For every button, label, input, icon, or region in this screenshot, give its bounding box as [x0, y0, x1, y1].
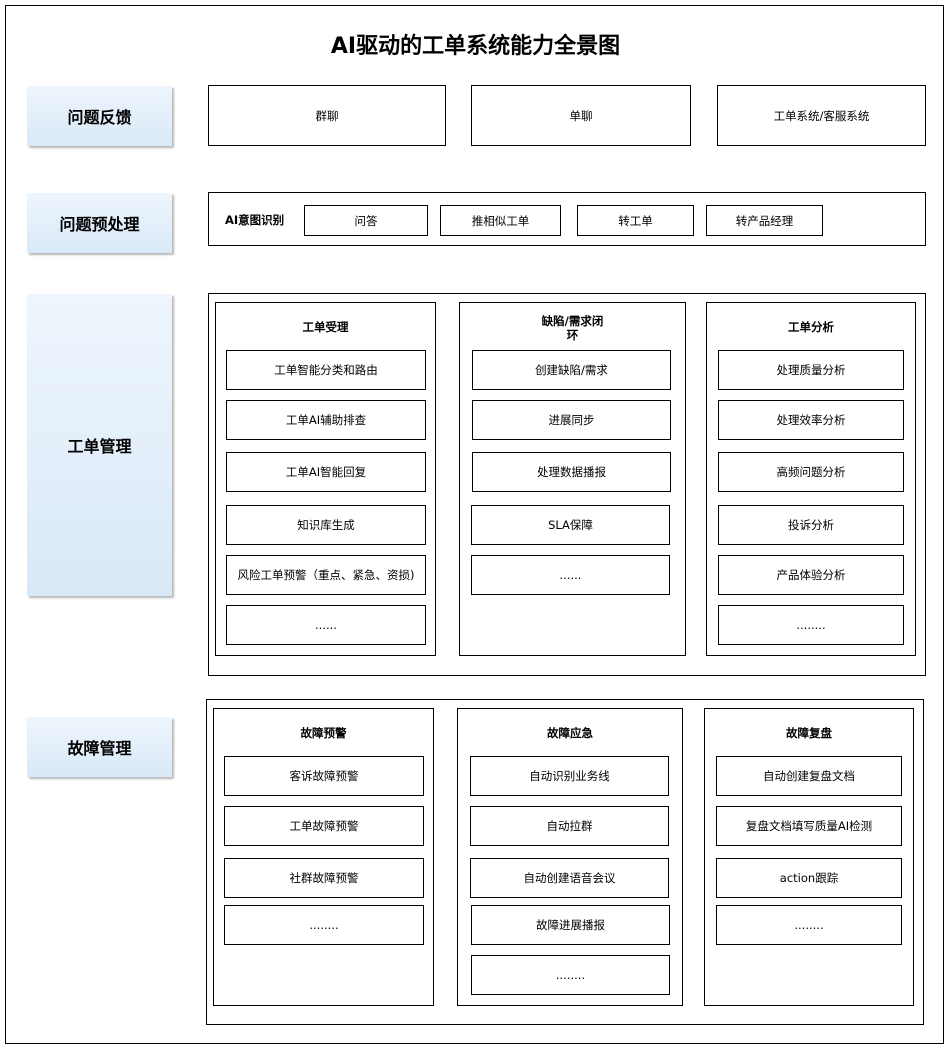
intent-recognition-label: AI意图识别 — [225, 213, 285, 227]
diagram-frame — [5, 5, 944, 1044]
action-to-ticket: 转工单 — [577, 205, 694, 236]
panel-title: 工单受理 — [302, 320, 349, 334]
list-item: 社群故障预警 — [224, 858, 424, 898]
channel-group-chat: 群聊 — [208, 85, 446, 146]
list-item: 自动创建复盘文档 — [716, 756, 902, 796]
category-fault-management: 故障管理 — [27, 717, 172, 777]
list-item: 产品体验分析 — [718, 555, 904, 595]
list-item: 工单AI辅助排查 — [226, 400, 426, 440]
list-item: 故障进展播报 — [471, 905, 670, 945]
list-item: 处理质量分析 — [718, 350, 904, 390]
fault-review-panel: 故障复盘 — [704, 708, 914, 1006]
list-item: ........ — [716, 905, 902, 945]
list-item: 工单AI智能回复 — [226, 452, 426, 492]
panel-title: 工单分析 — [788, 320, 834, 334]
fault-warning-panel: 故障预警 — [213, 708, 434, 1006]
action-to-product-manager: 转产品经理 — [706, 205, 823, 236]
channel-ticket-system: 工单系统/客服系统 — [717, 85, 926, 146]
list-item: ........ — [471, 955, 670, 995]
panel-title-line1: 缺陷/需求闭 — [541, 314, 604, 328]
list-item: 客诉故障预警 — [224, 756, 424, 796]
list-item: SLA保障 — [471, 505, 670, 545]
list-item: action跟踪 — [716, 858, 902, 898]
list-item: 投诉分析 — [718, 505, 904, 545]
list-item: ...... — [471, 555, 670, 595]
list-item: 复盘文档填写质量AI检测 — [716, 806, 902, 846]
channel-direct-chat: 单聊 — [471, 85, 691, 146]
action-similar-tickets: 推相似工单 — [440, 205, 561, 236]
category-ticket-management: 工单管理 — [27, 294, 172, 596]
list-item: ........ — [224, 905, 424, 945]
list-item: 创建缺陷/需求 — [472, 350, 671, 390]
category-feedback: 问题反馈 — [27, 86, 172, 146]
panel-title: 故障预警 — [300, 726, 347, 740]
list-item: ...... — [226, 605, 426, 645]
action-qa: 问答 — [304, 205, 428, 236]
list-item: 工单故障预警 — [224, 806, 424, 846]
list-item: 高频问题分析 — [718, 452, 904, 492]
diagram-title: AI驱动的工单系统能力全景图 — [330, 34, 621, 59]
list-item: 处理数据播报 — [472, 452, 671, 492]
list-item: 自动拉群 — [470, 806, 669, 846]
panel-title: 故障应急 — [547, 726, 593, 740]
list-item: 风险工单预警（重点、紧急、资损) — [226, 555, 426, 595]
list-item: ........ — [718, 605, 904, 645]
list-item: 自动识别业务线 — [470, 756, 669, 796]
list-item: 自动创建语音会议 — [470, 858, 669, 898]
list-item: 知识库生成 — [226, 505, 426, 545]
list-item: 工单智能分类和路由 — [226, 350, 426, 390]
panel-title-line2: 环 — [566, 328, 579, 342]
panel-title: 故障复盘 — [786, 726, 832, 740]
category-preprocess: 问题预处理 — [27, 193, 172, 253]
list-item: 处理效率分析 — [718, 400, 904, 440]
list-item: 进展同步 — [472, 400, 671, 440]
